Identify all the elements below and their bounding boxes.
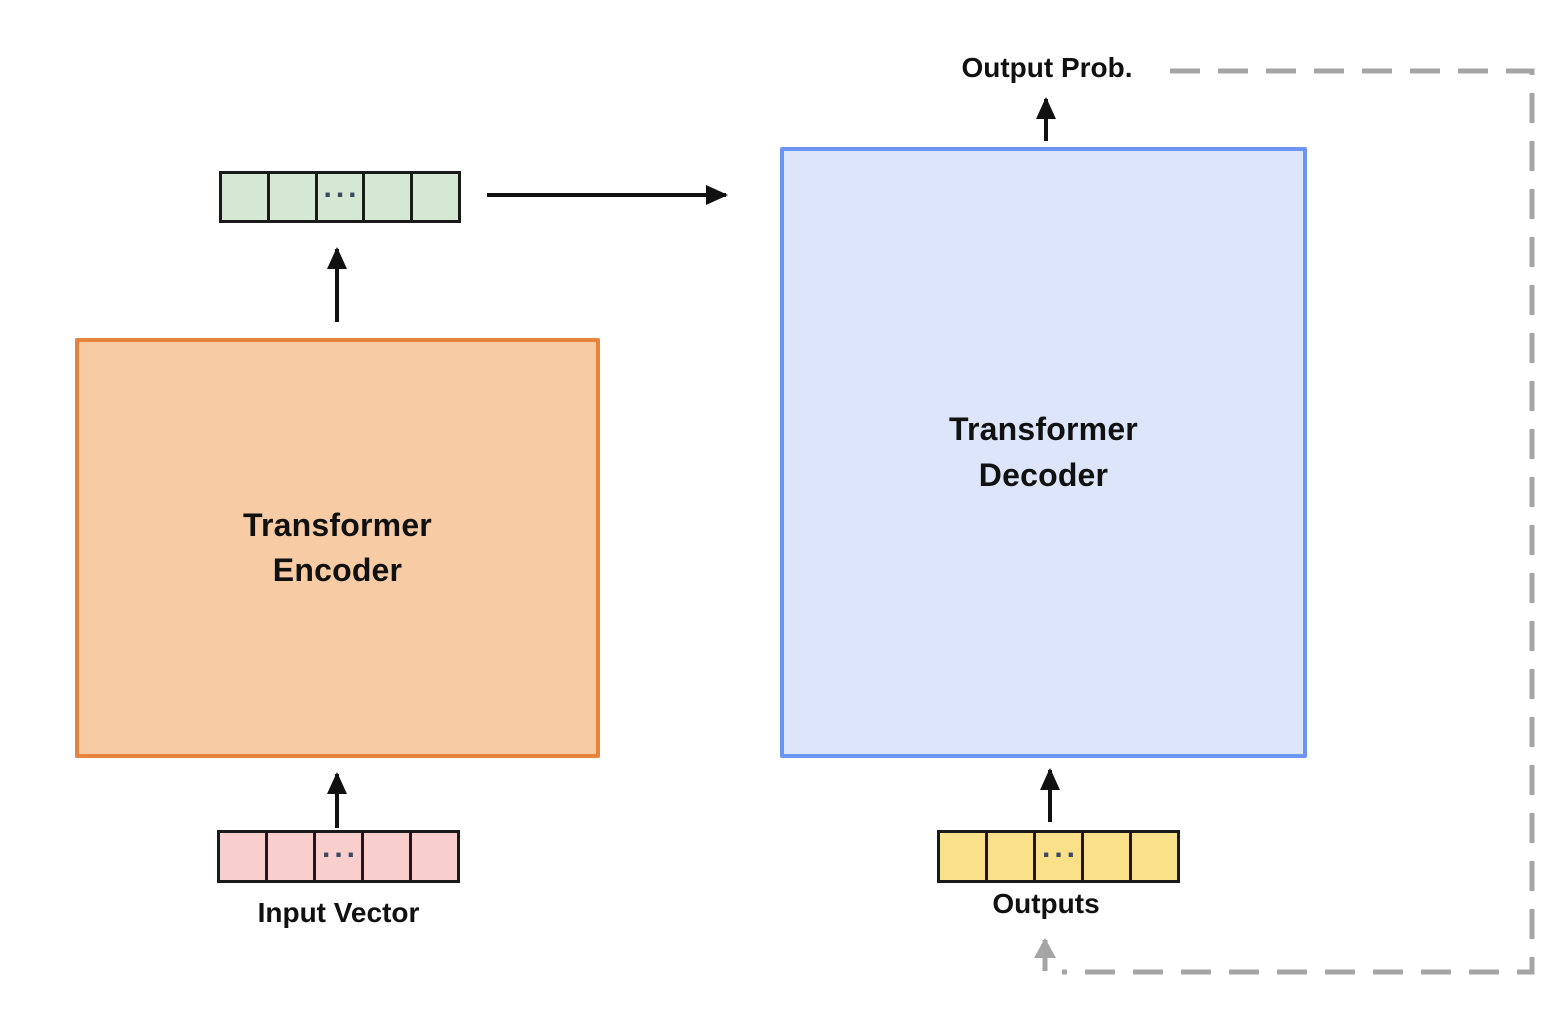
vector-cell <box>222 174 267 220</box>
encoded-vector: ... <box>219 171 461 223</box>
outputs-label: Outputs <box>992 888 1100 919</box>
vector-cell <box>410 174 458 220</box>
vector-cell <box>361 833 409 880</box>
vector-cell <box>362 174 410 220</box>
input-vector-label: Input Vector <box>257 897 420 928</box>
encoder-box: Transformer Encoder <box>75 338 600 758</box>
outputs-vector: ... <box>937 830 1180 883</box>
vector-cell <box>265 833 313 880</box>
vector-cell <box>940 833 985 880</box>
vector-cell <box>409 833 457 880</box>
vector-cell-ellipsis: ... <box>1033 830 1081 880</box>
input-vector: ... <box>217 830 460 883</box>
decoder-label-line2: Decoder <box>978 456 1109 493</box>
vector-cell <box>220 833 265 880</box>
ellipsis-dots: ... <box>1041 830 1079 864</box>
decoder-label: Transformer Decoder <box>949 407 1138 498</box>
decoder-label-line1: Transformer <box>949 411 1138 448</box>
vector-cell <box>266 174 315 220</box>
encoder-label-line1: Transformer <box>243 506 432 543</box>
vector-cell-ellipsis: ... <box>313 830 361 880</box>
vector-cell <box>1081 833 1129 880</box>
vector-cell <box>1129 833 1177 880</box>
output-prob-label: Output Prob. <box>961 52 1133 83</box>
ellipsis-dots: ... <box>321 830 359 864</box>
encoder-label-line2: Encoder <box>272 552 403 588</box>
encoder-label: Transformer Encoder <box>243 503 432 594</box>
vector-cell <box>985 833 1033 880</box>
decoder-box: Transformer Decoder <box>780 147 1307 758</box>
vector-cell-ellipsis: ... <box>314 171 363 220</box>
ellipsis-dots: ... <box>323 171 361 204</box>
